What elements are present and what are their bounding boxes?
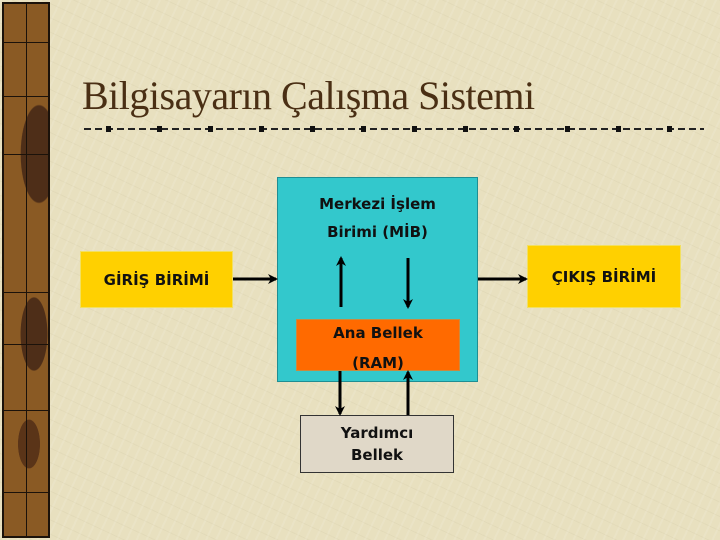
aux-label-line1: Yardımcı <box>340 424 414 442</box>
output-unit-label: ÇIKIŞ BİRİMİ <box>551 267 657 286</box>
input-unit-box: GİRİŞ BİRİMİ <box>80 251 233 308</box>
auxiliary-memory-box: Yardımcı Bellek <box>300 415 454 473</box>
aux-label-line2: Bellek <box>350 446 404 464</box>
slide-title: Bilgisayarın Çalışma Sistemi <box>82 73 535 118</box>
cpu-label-line2: Birimi (MİB) <box>327 223 428 241</box>
ram-label-line1: Ana Bellek <box>333 324 423 342</box>
decorative-sidebar <box>2 2 50 538</box>
ram-label-line2: (RAM) <box>352 354 404 372</box>
cpu-label-line1: Merkezi İşlem <box>319 195 436 213</box>
title-divider <box>84 126 704 132</box>
input-unit-label: GİRİŞ BİRİMİ <box>103 270 210 289</box>
output-unit-box: ÇIKIŞ BİRİMİ <box>527 245 681 308</box>
ram-box: Ana Bellek (RAM) <box>296 319 460 372</box>
